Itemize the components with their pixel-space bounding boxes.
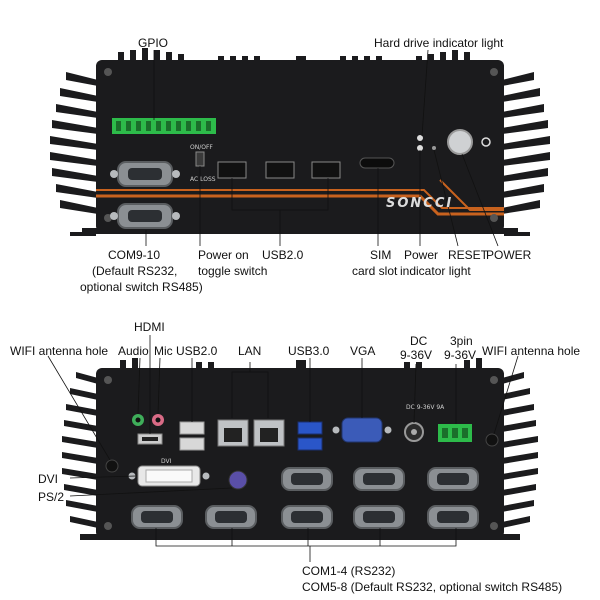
com-row-middle[interactable] [281, 467, 479, 491]
com9-10-note-2: optional switch RS485) [80, 280, 203, 294]
reset-button[interactable] [432, 146, 436, 150]
com9-10-note-1: (Default RS232, [92, 264, 178, 278]
top-usb-ports[interactable] [217, 161, 341, 179]
dc-mark: DC 9-36V 9A [406, 404, 445, 411]
ps2-port[interactable] [228, 470, 248, 490]
reset-label: RESET [448, 248, 489, 262]
dc-label: DC [410, 334, 428, 348]
audio-label: Audio [118, 344, 149, 358]
dvi-port[interactable] [128, 465, 210, 487]
power-light-label: Power [404, 248, 439, 262]
ac-loss-mark: AC LOSS [190, 176, 216, 183]
brand-logo: SONCCI [386, 196, 454, 211]
wifi-right-label: WIFI antenna hole [482, 344, 581, 358]
sim-label: SIM [370, 248, 392, 262]
vga-port[interactable] [332, 417, 392, 443]
power-label: POWER [486, 248, 532, 262]
dvi-mark: DVI [161, 458, 172, 465]
wifi-hole-left [105, 459, 119, 473]
hdmi-label: HDMI [134, 320, 165, 334]
ps2-label: PS/2 [38, 490, 65, 504]
power-icon [481, 137, 491, 147]
usb20-top-label: USB2.0 [262, 248, 304, 262]
top-chassis [50, 48, 550, 236]
com9-10-label: COM9-10 [108, 248, 161, 262]
power-indicator-light [417, 145, 423, 151]
bottom-chassis [62, 358, 538, 540]
com-row-bottom[interactable] [131, 505, 479, 529]
usb20-bottom-label: USB2.0 [176, 344, 218, 358]
on-off-mark: ON/OFF [190, 144, 213, 151]
gpio-label: GPIO [138, 36, 169, 50]
usb30-label: USB3.0 [288, 344, 330, 358]
com5-8-label: COM5-8 (Default RS232, optional switch R… [302, 580, 563, 594]
three-pin-label: 3pin [450, 334, 473, 348]
hdd-light-label: Hard drive indicator light [374, 36, 504, 50]
three-pin-terminal[interactable] [438, 424, 472, 442]
lan-label: LAN [238, 344, 262, 358]
lan-port-1[interactable] [217, 419, 249, 447]
vga-label: VGA [350, 344, 376, 358]
wifi-left-label: WIFI antenna hole [10, 344, 109, 358]
power-button[interactable] [447, 129, 473, 155]
wifi-hole-right [485, 433, 499, 447]
dvi-label: DVI [38, 472, 59, 486]
dc-voltage-label: 9-36V [400, 348, 433, 362]
three-pin-voltage-label: 9-36V [444, 348, 477, 362]
lan-port-2[interactable] [253, 419, 285, 447]
hdd-indicator-light [417, 135, 423, 141]
usb20-stack[interactable] [179, 421, 205, 451]
sim-slot-label: card slot [352, 264, 398, 278]
gpio-terminal [112, 118, 216, 134]
callout-lines [47, 49, 519, 562]
sim-card-slot[interactable] [359, 157, 395, 169]
power-on-label: Power on [198, 248, 249, 262]
top-com-port-upper[interactable] [110, 161, 180, 187]
toggle-switch-label: toggle switch [198, 264, 268, 278]
top-com-port-lower[interactable] [110, 203, 180, 229]
power-toggle-switch[interactable] [195, 151, 205, 167]
indicator-light-label: indicator light [400, 264, 471, 278]
com1-4-label: COM1-4 (RS232) [302, 564, 396, 578]
mic-label: Mic [154, 344, 173, 358]
